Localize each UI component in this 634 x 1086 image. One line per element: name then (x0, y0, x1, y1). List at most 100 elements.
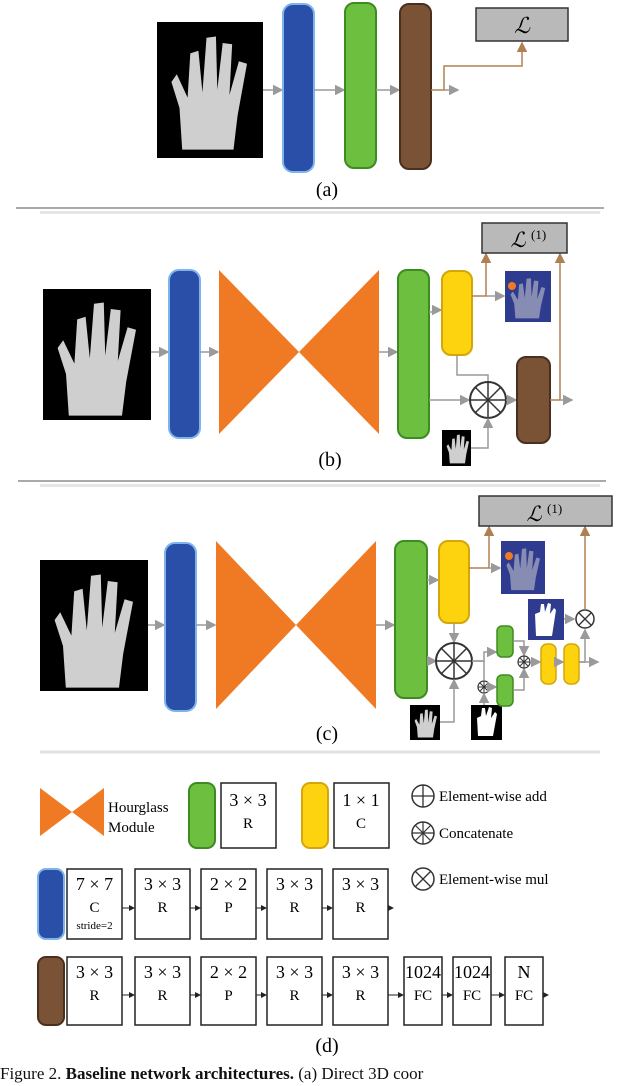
hourglass-legend-icon (40, 788, 72, 836)
layer-box (66, 868, 123, 940)
yellow-heatmap-block (438, 540, 470, 624)
layer-kernel: 2 × 2 (210, 874, 247, 894)
loss-box-c (478, 495, 613, 527)
svg-text:C: C (356, 816, 366, 832)
yellow-heatmap-block (540, 643, 557, 685)
layer-box (200, 956, 257, 1026)
panel-label-d: (d) (315, 1035, 338, 1057)
add-icon (411, 784, 435, 808)
blue-conv-block (282, 3, 315, 173)
yellow-legend-icon (301, 782, 329, 849)
blue-legend-icon (37, 868, 65, 940)
brown-legend-icon (37, 956, 65, 1026)
layer-type: R (289, 900, 299, 916)
layer-box (66, 956, 123, 1026)
layer-type: R (355, 900, 365, 916)
hourglass-module (219, 270, 299, 434)
concatenate-icon (411, 821, 435, 845)
green-residual-block (496, 674, 514, 707)
yellow-heatmap-block (563, 643, 580, 685)
multiply-icon (411, 867, 435, 891)
brown-regression-block (516, 356, 551, 444)
layer-type: R (89, 988, 99, 1004)
layer-kernel: 3 × 3 (144, 962, 181, 982)
layer-box (134, 956, 191, 1026)
brown-regression-block (399, 3, 432, 170)
svg-text:1 × 1: 1 × 1 (342, 790, 379, 810)
op-label-add: Element-wise add (439, 789, 547, 805)
loss-box-b (481, 222, 568, 254)
op-label-concat: Concatenate (439, 826, 513, 842)
layer-box (452, 956, 492, 1026)
panel-b: ℒ (1) (b) (43, 222, 574, 471)
layer-kernel: 1024 (405, 962, 441, 982)
layer-type: FC (414, 988, 432, 1004)
layer-kernel: 1024 (454, 962, 490, 982)
panel-d-legend: Hourglass Module 3 × 3 R 1 × 1 C Element… (37, 782, 549, 1057)
loss-box-a (475, 7, 569, 42)
layer-kernel: 3 × 3 (76, 962, 113, 982)
layer-kernel: 3 × 3 (342, 962, 379, 982)
figure-caption: Figure 2. Baseline network architectures… (0, 1064, 424, 1083)
yellow-legend-box (333, 782, 390, 849)
layer-kernel: N (518, 962, 531, 982)
layer-type: P (224, 900, 232, 916)
loss-symbol-b: ℒ (510, 228, 526, 252)
layer-type: C (89, 900, 99, 916)
layer-kernel: 2 × 2 (210, 962, 247, 982)
concatenate-icon (435, 642, 473, 680)
layer-kernel: 3 × 3 (342, 874, 379, 894)
layer-type: FC (515, 988, 533, 1004)
svg-text:3 × 3: 3 × 3 (229, 790, 266, 810)
hourglass-module (296, 541, 376, 709)
layer-box (403, 956, 443, 1026)
panel-c: ℒ (1) (c) (40, 495, 613, 745)
blue-conv-block (164, 542, 197, 712)
layer-box (200, 868, 257, 940)
green-residual-block (344, 2, 377, 169)
layer-box (266, 956, 323, 1026)
layer-kernel: 3 × 3 (276, 962, 313, 982)
layer-type: R (289, 988, 299, 1004)
green-residual-block (397, 269, 430, 439)
layer-type: R (157, 900, 167, 916)
layer-type: P (224, 988, 232, 1004)
layer-type: R (157, 988, 167, 1004)
layer-type: R (355, 988, 365, 1004)
hourglass-module (299, 270, 379, 434)
green-residual-block (496, 625, 514, 658)
loss-superscript-b: (1) (531, 227, 546, 242)
green-legend-icon (188, 782, 216, 849)
svg-text:R: R (243, 816, 253, 832)
panel-a: ℒ (a) (157, 2, 569, 201)
layer-box (134, 868, 191, 940)
loss-symbol-a: ℒ (514, 13, 531, 38)
panel-label-c: (c) (316, 723, 338, 745)
hourglass-label-line1: Hourglass (108, 800, 169, 816)
layer-box (266, 868, 323, 940)
panel-label-b: (b) (318, 449, 341, 471)
blue-conv-block (168, 269, 201, 439)
concatenate-icon (477, 680, 491, 694)
layer-box (332, 868, 389, 940)
layer-note: stride=2 (76, 920, 112, 932)
layer-kernel: 3 × 3 (276, 874, 313, 894)
layer-type: FC (463, 988, 481, 1004)
layer-box (332, 956, 389, 1026)
layer-kernel: 7 × 7 (76, 874, 113, 894)
layer-box (504, 956, 544, 1026)
concatenate-icon (517, 655, 531, 669)
hourglass-label-line2: Module (108, 820, 155, 836)
hourglass-module (216, 541, 296, 709)
panel-label-a: (a) (316, 179, 338, 201)
green-legend-box (220, 782, 277, 849)
loss-symbol-c: ℒ (526, 502, 542, 526)
yellow-heatmap-block (441, 270, 473, 356)
op-label-mul: Element-wise mul (439, 872, 549, 888)
concatenate-icon (469, 381, 507, 419)
multiply-icon (575, 609, 595, 629)
loss-superscript-c: (1) (547, 501, 562, 516)
